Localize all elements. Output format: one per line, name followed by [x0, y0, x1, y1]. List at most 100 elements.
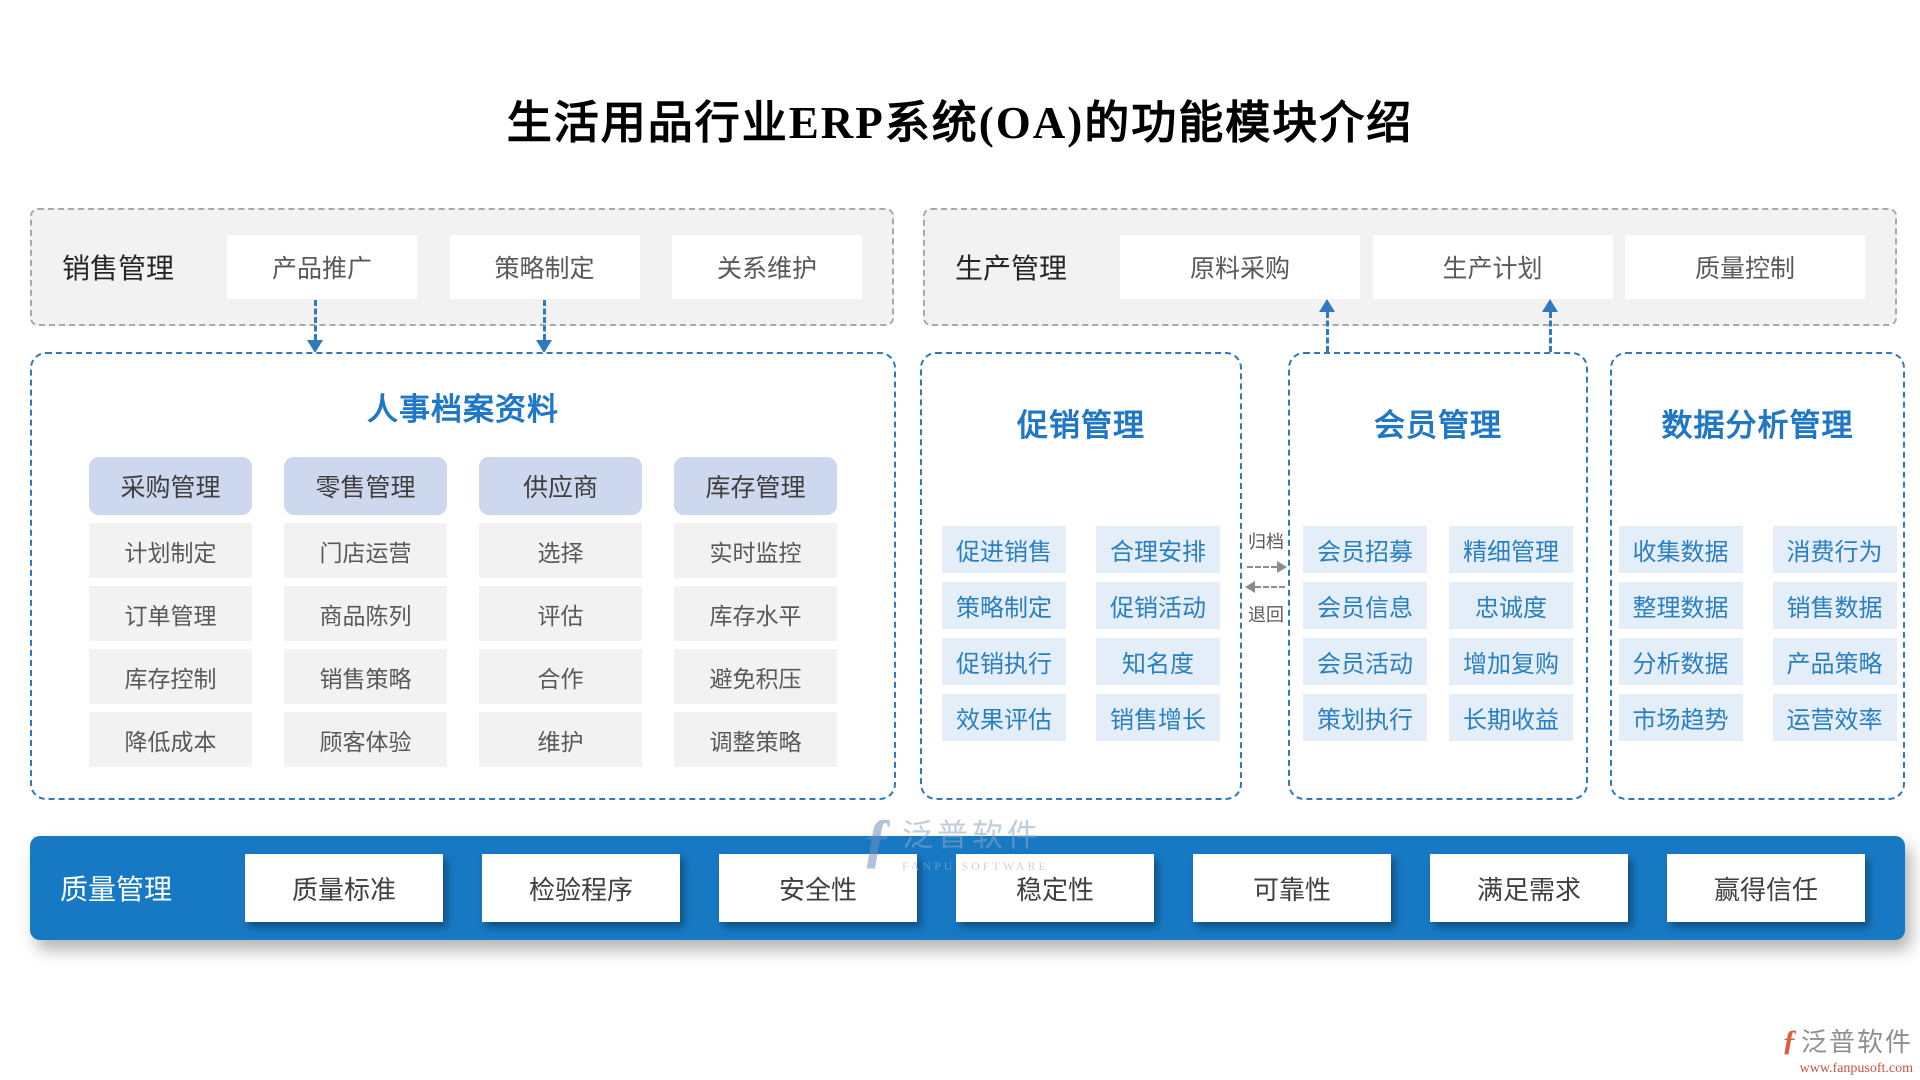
member-col-1: 会员招募 会员信息 会员活动 策划执行: [1303, 526, 1427, 741]
node-production-plan: 生产计划: [1372, 235, 1613, 299]
fanpu-watermark-corner: ƒ 泛普软件 www.fanpusoft.com: [1782, 1022, 1913, 1077]
module-item: 增加复购: [1449, 638, 1573, 685]
arrow-down-icon: [307, 300, 323, 353]
module-item: 促销活动: [1096, 582, 1220, 629]
archive-return-flow: 归档 退回: [1243, 528, 1289, 627]
data-analysis-grid: 收集数据 整理数据 分析数据 市场趋势 消费行为 销售数据 产品策略 运营效率: [1612, 526, 1903, 741]
node-raw-material-purchase: 原料采购: [1120, 235, 1360, 299]
production-management-label: 生产管理: [955, 254, 1068, 285]
node-reliability: 可靠性: [1193, 854, 1391, 922]
module-item: 维护: [479, 712, 642, 767]
column-header: 库存管理: [674, 457, 837, 515]
module-item: 市场趋势: [1618, 694, 1743, 741]
promotion-grid: 促进销售 策略制定 促销执行 效果评估 合理安排 促销活动 知名度 销售增长: [922, 526, 1240, 741]
member-col-2: 精细管理 忠诚度 增加复购 长期收益: [1449, 526, 1573, 741]
page-title: 生活用品行业ERP系统(OA)的功能模块介绍: [506, 98, 1414, 148]
node-safety: 安全性: [719, 854, 917, 922]
module-item: 销售数据: [1772, 582, 1897, 629]
production-buttons-row: 原料采购 生产计划 质量控制: [1120, 235, 1865, 299]
module-item: 策略制定: [942, 582, 1066, 629]
module-item: 产品策略: [1772, 638, 1897, 685]
data-analysis-col-2: 消费行为 销售数据 产品策略 运营效率: [1772, 526, 1897, 741]
watermark-url: www.fanpusoft.com: [1799, 1061, 1914, 1076]
arrow-left-icon: [1245, 581, 1287, 594]
quality-management-bar: 质量管理 质量标准 检验程序 安全性 稳定性 可靠性 满足需求 赢得信任: [30, 836, 1905, 940]
member-grid: 会员招募 会员信息 会员活动 策划执行 精细管理 忠诚度 增加复购 长期收益: [1290, 526, 1586, 741]
module-item: 整理数据: [1618, 582, 1743, 629]
module-item: 降低成本: [89, 712, 252, 767]
module-item: 收集数据: [1618, 526, 1743, 573]
node-product-promotion: 产品推广: [227, 235, 417, 299]
module-item: 选择: [479, 523, 642, 578]
module-item: 促销执行: [942, 638, 1066, 685]
module-item: 商品陈列: [284, 586, 447, 641]
hr-archive-grid: 采购管理 计划制定 订单管理 库存控制 降低成本 零售管理 门店运营 商品陈列 …: [89, 457, 837, 767]
module-item: 订单管理: [89, 586, 252, 641]
node-meet-demand: 满足需求: [1430, 854, 1628, 922]
module-item: 库存水平: [674, 586, 837, 641]
module-item: 长期收益: [1449, 694, 1573, 741]
arrow-down-icon: [536, 300, 552, 353]
node-quality-standard: 质量标准: [245, 854, 443, 922]
archive-label: 归档: [1248, 532, 1284, 552]
node-stability: 稳定性: [956, 854, 1154, 922]
data-analysis-title: 数据分析管理: [1661, 408, 1854, 443]
module-item: 库存控制: [89, 649, 252, 704]
promotion-col-1: 促进销售 策略制定 促销执行 效果评估: [942, 526, 1066, 741]
column-inventory: 库存管理 实时监控 库存水平 避免积压 调整策略: [674, 457, 837, 767]
column-header: 供应商: [479, 457, 642, 515]
module-item: 运营效率: [1772, 694, 1897, 741]
node-quality-control: 质量控制: [1625, 235, 1865, 299]
sales-buttons-row: 产品推广 策略制定 关系维护: [227, 235, 862, 299]
module-item: 会员活动: [1303, 638, 1427, 685]
module-item: 销售增长: [1096, 694, 1220, 741]
quality-buttons-row: 质量标准 检验程序 安全性 稳定性 可靠性 满足需求 赢得信任: [245, 854, 1865, 922]
sales-management-box: 销售管理 产品推广 策略制定 关系维护: [30, 208, 894, 326]
module-item: 门店运营: [284, 523, 447, 578]
module-item: 顾客体验: [284, 712, 447, 767]
arrow-up-icon: [1542, 299, 1558, 352]
sales-management-label: 销售管理: [62, 254, 175, 285]
module-item: 效果评估: [942, 694, 1066, 741]
arrow-up-icon: [1319, 299, 1335, 352]
watermark-brand: 泛普软件: [1801, 1028, 1914, 1057]
module-item: 促进销售: [942, 526, 1066, 573]
module-item: 计划制定: [89, 523, 252, 578]
production-management-box: 生产管理 原料采购 生产计划 质量控制: [923, 208, 1897, 326]
module-item: 会员信息: [1303, 582, 1427, 629]
hr-archive-title: 人事档案资料: [367, 392, 559, 427]
module-item: 知名度: [1096, 638, 1220, 685]
hr-archive-box: 人事档案资料 采购管理 计划制定 订单管理 库存控制 降低成本 零售管理 门店运…: [30, 352, 896, 800]
promotion-title: 促销管理: [1017, 408, 1145, 443]
node-strategy-making: 策略制定: [449, 235, 640, 299]
promotion-management-box: 促销管理 促进销售 策略制定 促销执行 效果评估 合理安排 促销活动 知名度 销…: [920, 352, 1242, 800]
node-relationship-maintenance: 关系维护: [672, 235, 862, 299]
module-item: 策划执行: [1303, 694, 1427, 741]
module-item: 分析数据: [1618, 638, 1743, 685]
arrow-right-icon: [1245, 561, 1287, 574]
module-item: 精细管理: [1449, 526, 1573, 573]
column-header: 零售管理: [284, 457, 447, 515]
data-analysis-col-1: 收集数据 整理数据 分析数据 市场趋势: [1618, 526, 1743, 741]
column-supplier: 供应商 选择 评估 合作 维护: [479, 457, 642, 767]
module-item: 合理安排: [1096, 526, 1220, 573]
column-header: 采购管理: [89, 457, 252, 515]
fanpu-logo-icon: ƒ: [1782, 1023, 1797, 1057]
module-item: 实时监控: [674, 523, 837, 578]
member-title: 会员管理: [1374, 408, 1502, 443]
column-purchase: 采购管理 计划制定 订单管理 库存控制 降低成本: [89, 457, 252, 767]
module-item: 评估: [479, 586, 642, 641]
module-item: 消费行为: [1772, 526, 1897, 573]
return-label: 退回: [1248, 605, 1284, 625]
module-item: 会员招募: [1303, 526, 1427, 573]
node-win-trust: 赢得信任: [1667, 854, 1865, 922]
module-item: 避免积压: [674, 649, 837, 704]
module-item: 合作: [479, 649, 642, 704]
module-item: 调整策略: [674, 712, 837, 767]
column-retail: 零售管理 门店运营 商品陈列 销售策略 顾客体验: [284, 457, 447, 767]
node-inspection-procedure: 检验程序: [482, 854, 680, 922]
member-management-box: 会员管理 会员招募 会员信息 会员活动 策划执行 精细管理 忠诚度 增加复购 长…: [1288, 352, 1588, 800]
quality-management-label: 质量管理: [60, 875, 173, 906]
promotion-col-2: 合理安排 促销活动 知名度 销售增长: [1096, 526, 1220, 741]
